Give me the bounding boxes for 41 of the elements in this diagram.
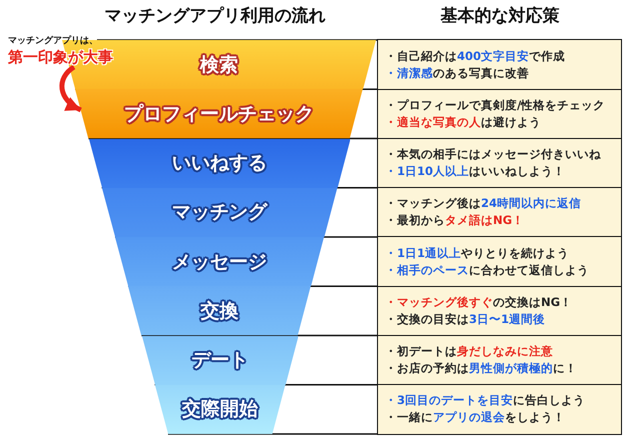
advice-cell [377,334,622,386]
funnel-stage [75,89,363,138]
advice-text: ・マッチング後すぐの交換はNG！ [385,294,572,311]
column-heading: 基本的な対応策 [440,5,560,27]
advice-text: ・適当な写真の人は避けよう [385,114,541,131]
advice-text: ・清潔感のある写真に改善 [385,64,529,82]
funnel-stage [128,286,311,336]
advice-cell [377,187,622,238]
advice-text: ・プロフィールで真剣度/性格をチェック [385,96,606,114]
stage-label: プロフィールチェック [124,102,314,126]
stage-label: 交際開始 [182,397,258,422]
advice-cell [377,88,622,140]
advice-text: ・3回目のデートを目安に告白しよう [385,392,586,410]
advice-text: ・一緒にアプリの退会をしよう！ [385,409,565,426]
advice-text: ・1日10人以上はいいねしよう！ [385,163,566,180]
stage-label: マッチング [172,200,267,224]
stage-label: メッセージ [172,250,267,274]
column-heading: マッチングアプリ利用の流れ [104,5,326,27]
advice-text: ・お店の予約は男性側が積極的に！ [385,360,577,378]
advice-text: ・交換の目安は3日〜1週間後 [385,310,546,328]
stage-label: 交換 [200,298,239,323]
funnel-stage [88,138,350,188]
advice-cell [377,138,622,188]
advice-text: ・マッチング後は24時間以内に返信 [385,195,582,212]
stage-label: いいねする [172,151,267,176]
advice-cell [377,236,622,287]
funnel-stage [142,336,298,385]
stage-label: デート [191,348,248,372]
stage-label: 検索 [200,52,238,77]
funnel-stage [115,237,324,286]
advice-text: ・最初からタメ語はNG！ [385,212,524,230]
funnel-stage [102,188,337,237]
advice-cell [377,39,622,90]
advice-cell [377,384,622,435]
advice-text: ・本気の相手にはメッセージ付きいいね [385,146,601,164]
advice-text: ・1日1通以上やりとりを続けよう [385,244,570,262]
advice-text: ・相手のペースに合わせて返信しよう [385,262,589,279]
advice-cell [377,286,622,336]
advice-text: ・自己紹介は400文字目安で作成 [385,48,566,65]
advice-text: ・初デートは身だしなみに注意 [385,343,553,360]
funnel-stage [154,384,285,434]
